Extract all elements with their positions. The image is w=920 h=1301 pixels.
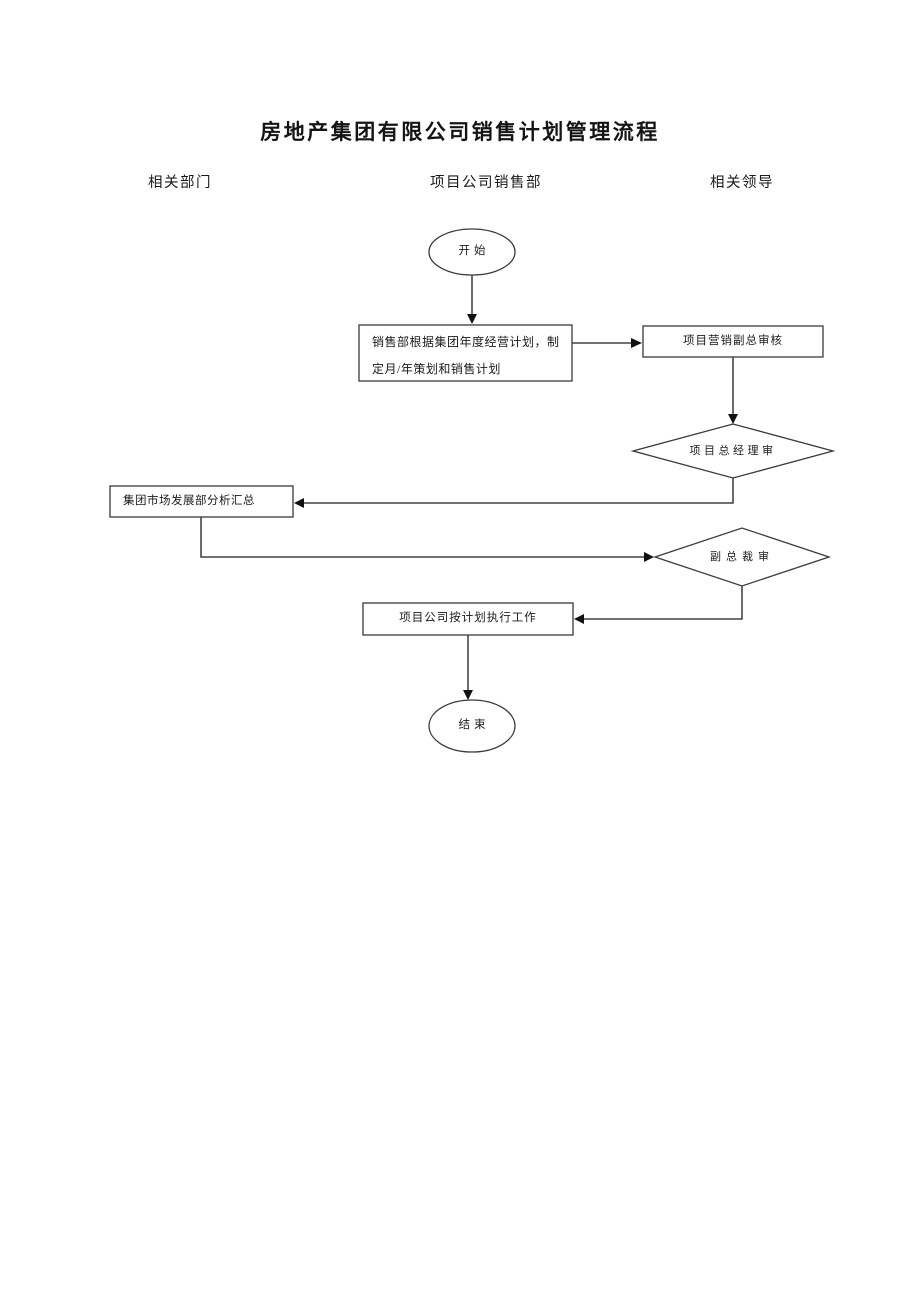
gm-review-diamond <box>630 423 836 479</box>
vice-president-review-diamond <box>652 527 832 587</box>
execute-plan-box <box>362 602 574 636</box>
make-plan-box <box>358 324 573 382</box>
marketing-vp-review-box <box>642 325 824 358</box>
start-oval <box>428 228 516 276</box>
end-oval <box>428 699 516 753</box>
arrowhead-left-group-analysis <box>294 498 304 508</box>
vice-president-review-label: 副总裁审 <box>710 550 774 563</box>
connector-group-analysis-to-vice-review <box>200 517 644 558</box>
arrowhead-down-end <box>463 690 473 700</box>
start-label: 开始 <box>458 245 490 258</box>
connector-gm-review-to-group-analysis <box>304 478 734 504</box>
arrowhead-left-execute <box>574 614 584 624</box>
make-plan-label: 销售部根据集团年度经营计划，制 定月/年策划和销售计划 <box>372 335 560 376</box>
end-label: 结束 <box>458 719 490 732</box>
arrowhead-right-vp-review <box>631 338 642 348</box>
lane-header-related-leaders: 相关领导 <box>710 175 774 191</box>
execute-plan-label: 项目公司按计划执行工作 <box>399 612 537 625</box>
lane-header-related-departments: 相关部门 <box>148 175 212 191</box>
arrowhead-right-vice-review <box>644 552 654 562</box>
connector-vice-review-to-execute <box>584 586 743 620</box>
lane-header-project-sales-dept: 项目公司销售部 <box>430 175 542 191</box>
arrowhead-down-make-plan <box>467 314 477 324</box>
arrowhead-down-gm-review <box>728 414 738 424</box>
group-market-analysis-label: 集团市场发展部分析汇总 <box>123 494 255 507</box>
marketing-vp-review-label: 项目营销副总审核 <box>683 334 783 347</box>
page-title: 房地产集团有限公司销售计划管理流程 <box>260 120 660 144</box>
group-market-analysis-box <box>109 485 294 518</box>
gm-review-label: 项目总经理审 <box>689 444 777 457</box>
